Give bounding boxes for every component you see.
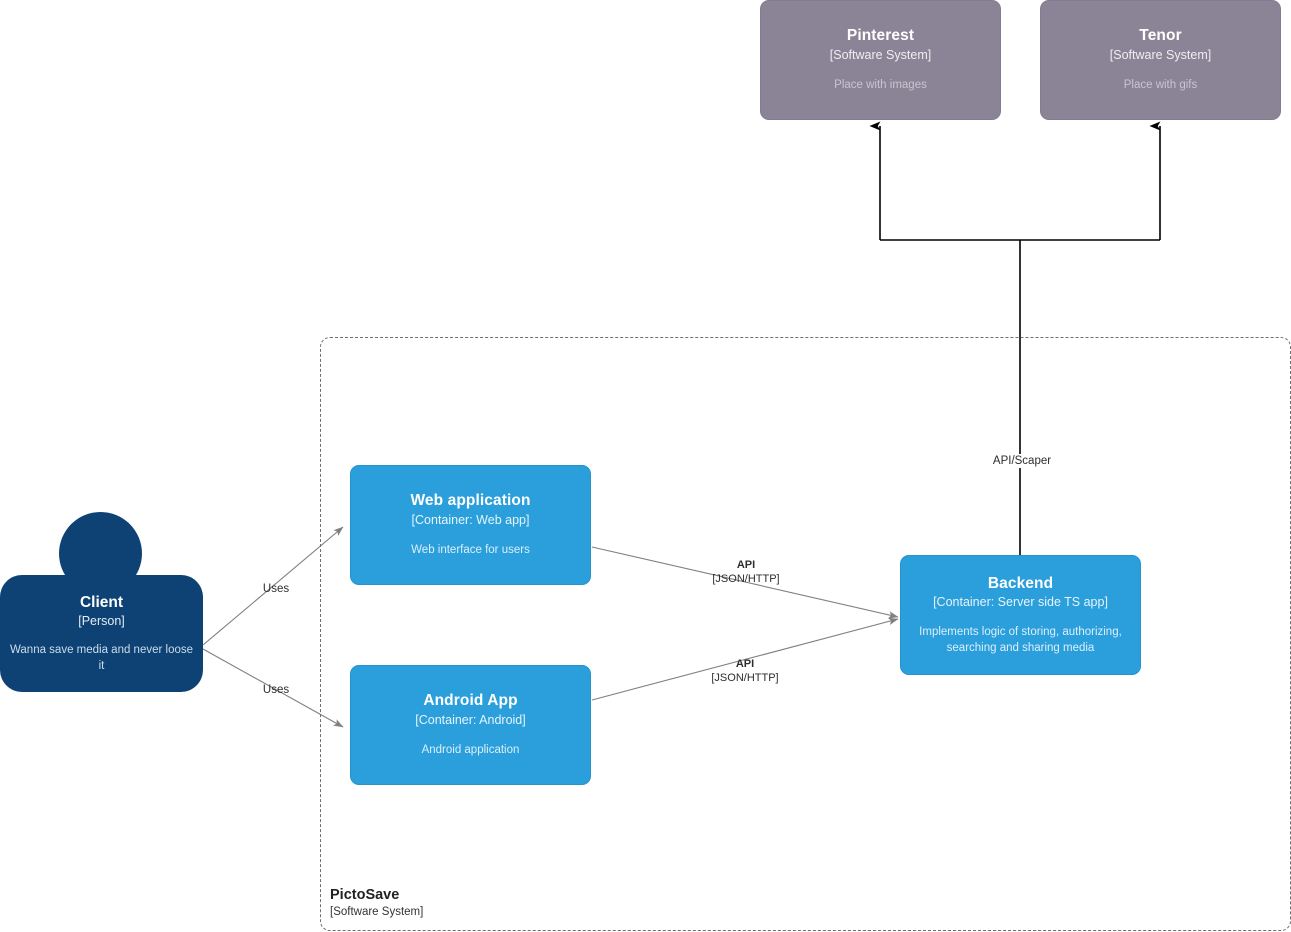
edge-label-api-scaper-text: API/Scaper: [988, 454, 1056, 469]
edge-label-api-android-tech: [JSON/HTTP]: [711, 671, 779, 684]
container-android-app-description: Android application: [421, 744, 520, 757]
external-system-tenor-tech: [Software System]: [1109, 47, 1212, 62]
person-client-tech: [Person]: [78, 614, 125, 629]
person-client[interactable]: Client [Person] Wanna save media and nev…: [0, 512, 203, 692]
container-android-app-tech: [Container: Android]: [415, 712, 526, 727]
edge-label-client-to-web-application: Uses: [236, 582, 316, 596]
person-client-body[interactable]: Client [Person] Wanna save media and nev…: [0, 575, 203, 692]
boundary-pictosave-name: PictoSave: [330, 887, 400, 903]
edge-label-api-android-name: API: [735, 658, 755, 670]
edge-web-application-to-backend[interactable]: [591, 546, 899, 619]
container-web-application[interactable]: Web application [Container: Web app] Web…: [350, 465, 591, 585]
external-system-pinterest-tech: [Software System]: [829, 47, 932, 62]
boundary-pictosave-tech: [Software System]: [330, 905, 424, 918]
container-android-app[interactable]: Android App [Container: Android] Android…: [350, 665, 591, 785]
container-backend-tech: [Container: Server side TS app]: [933, 595, 1108, 610]
edge-label-api-web-name: API: [736, 559, 756, 571]
container-backend[interactable]: Backend [Container: Server side TS app] …: [900, 555, 1141, 675]
external-system-pinterest-description: Place with images: [834, 79, 927, 92]
edge-label-api-web-tech: [JSON/HTTP]: [712, 572, 780, 585]
container-web-application-name: Web application: [410, 492, 531, 510]
external-system-pinterest[interactable]: Pinterest [Software System] Place with i…: [760, 0, 1001, 120]
container-backend-name: Backend: [987, 574, 1054, 592]
external-system-pinterest-name: Pinterest: [846, 27, 915, 45]
edge-label-web-application-to-backend: API [JSON/HTTP]: [705, 559, 787, 587]
container-web-application-tech: [Container: Web app]: [411, 512, 530, 527]
edge-label-backend-to-externals: API/Scaper: [962, 451, 1082, 469]
edge-label-uses-android-text: Uses: [262, 684, 290, 696]
external-system-tenor-description: Place with gifs: [1123, 79, 1198, 92]
external-system-tenor[interactable]: Tenor [Software System] Place with gifs: [1040, 0, 1281, 120]
edge-backend-to-externals[interactable]: [869, 121, 1161, 560]
edge-label-uses-web-text: Uses: [262, 583, 290, 595]
external-system-tenor-name: Tenor: [1139, 27, 1182, 45]
boundary-pictosave: [320, 337, 1291, 931]
container-web-application-description: Web interface for users: [411, 544, 530, 557]
edge-label-client-to-android-app: Uses: [236, 683, 316, 697]
container-android-app-name: Android App: [423, 692, 518, 710]
edge-android-app-to-backend[interactable]: [591, 617, 899, 701]
boundary-pictosave-label: PictoSave [Software System]: [330, 886, 590, 920]
container-backend-description: Implements logic of storing, authorizing…: [919, 626, 1122, 654]
person-client-description: Wanna save media and never loose it: [9, 644, 194, 672]
edge-label-android-app-to-backend: API [JSON/HTTP]: [704, 658, 786, 686]
person-client-name: Client: [79, 593, 124, 611]
edge-client-to-android-app[interactable]: [202, 648, 344, 728]
edge-client-to-web-application[interactable]: [202, 526, 344, 646]
